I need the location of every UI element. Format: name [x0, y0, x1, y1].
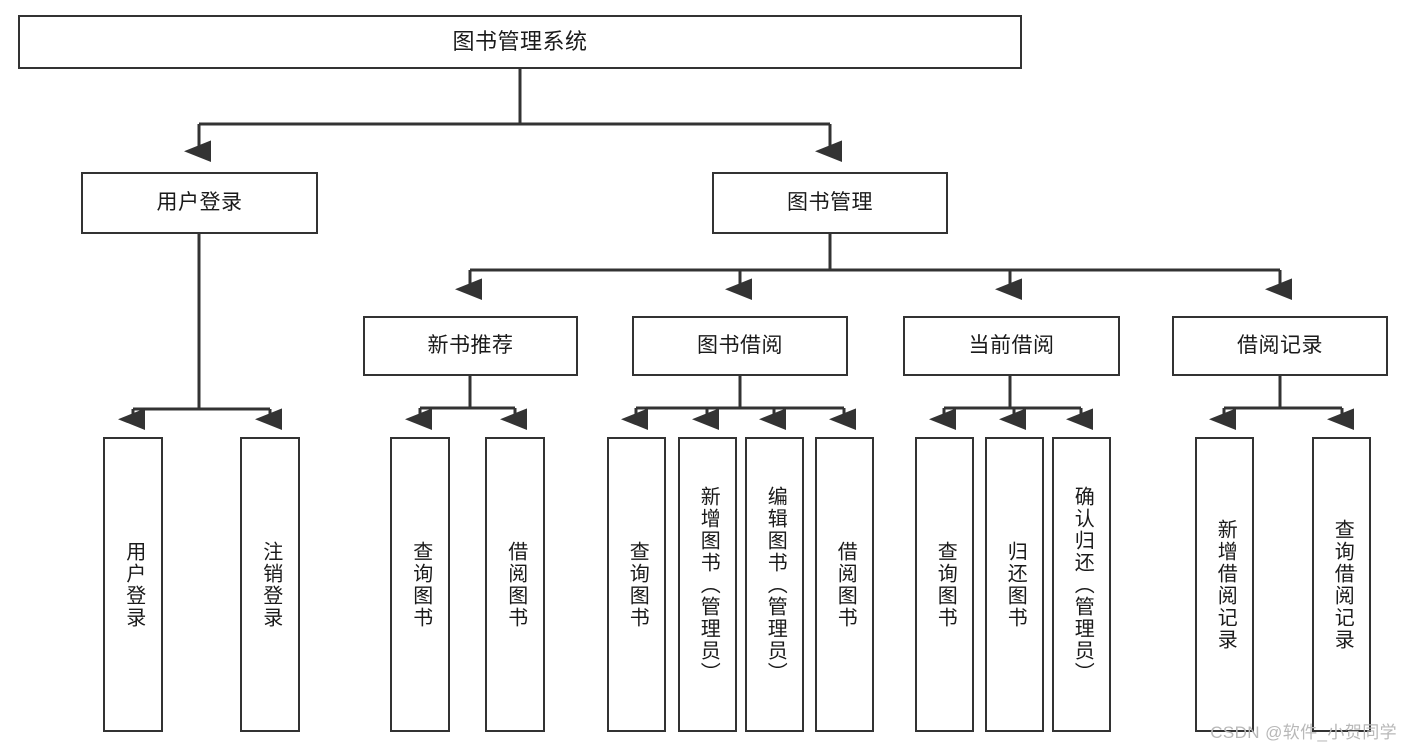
node-leaf-query-book-2[interactable]: 查询图书	[607, 437, 666, 732]
csdn-watermark: CSDN @软件_小贺同学	[1210, 723, 1397, 742]
node-new-book-recommend[interactable]: 新书推荐	[363, 316, 578, 376]
node-leaf-user-login[interactable]: 用户登录	[103, 437, 163, 732]
node-book-borrow[interactable]: 图书借阅	[632, 316, 848, 376]
node-leaf-query-book-1[interactable]: 查询图书	[390, 437, 450, 732]
node-leaf-add-book-label: 新增图书（管理员）	[697, 485, 720, 684]
node-root-label: 图书管理系统	[452, 29, 588, 55]
node-leaf-add-record-label: 新增借阅记录	[1214, 518, 1237, 651]
node-leaf-return-book[interactable]: 归还图书	[985, 437, 1044, 732]
node-leaf-logout[interactable]: 注销登录	[240, 437, 300, 732]
node-leaf-return-book-label: 归还图书	[1004, 540, 1027, 629]
node-leaf-add-book[interactable]: 新增图书（管理员）	[678, 437, 737, 732]
node-leaf-query-record[interactable]: 查询借阅记录	[1312, 437, 1371, 732]
node-book-manage[interactable]: 图书管理	[712, 172, 948, 234]
node-leaf-query-record-label: 查询借阅记录	[1331, 518, 1354, 651]
node-root[interactable]: 图书管理系统	[18, 15, 1022, 69]
node-leaf-borrow-book-2-label: 借阅图书	[834, 540, 857, 629]
node-leaf-borrow-book-1[interactable]: 借阅图书	[485, 437, 545, 732]
node-book-manage-label: 图书管理	[787, 190, 873, 214]
node-leaf-edit-book[interactable]: 编辑图书（管理员）	[745, 437, 804, 732]
node-current-borrow[interactable]: 当前借阅	[903, 316, 1120, 376]
node-leaf-query-book-3[interactable]: 查询图书	[915, 437, 974, 732]
node-leaf-edit-book-label: 编辑图书（管理员）	[764, 485, 787, 684]
node-user-login[interactable]: 用户登录	[81, 172, 318, 234]
node-leaf-query-book-2-label: 查询图书	[626, 540, 649, 629]
node-new-book-recommend-label: 新书推荐	[427, 333, 514, 357]
node-book-borrow-label: 图书借阅	[697, 333, 783, 357]
node-borrow-record-label: 借阅记录	[1237, 333, 1323, 357]
node-leaf-borrow-book-2[interactable]: 借阅图书	[815, 437, 874, 732]
node-leaf-query-book-3-label: 查询图书	[934, 540, 957, 629]
node-leaf-borrow-book-1-label: 借阅图书	[504, 540, 527, 629]
node-leaf-add-record[interactable]: 新增借阅记录	[1195, 437, 1254, 732]
node-borrow-record[interactable]: 借阅记录	[1172, 316, 1388, 376]
node-leaf-confirm-return[interactable]: 确认归还（管理员）	[1052, 437, 1111, 732]
node-user-login-label: 用户登录	[156, 190, 243, 214]
node-leaf-user-login-label: 用户登录	[122, 540, 145, 629]
node-leaf-logout-label: 注销登录	[259, 540, 282, 629]
node-current-borrow-label: 当前借阅	[968, 333, 1055, 357]
node-leaf-query-book-1-label: 查询图书	[409, 540, 432, 629]
node-leaf-confirm-return-label: 确认归还（管理员）	[1071, 485, 1094, 684]
